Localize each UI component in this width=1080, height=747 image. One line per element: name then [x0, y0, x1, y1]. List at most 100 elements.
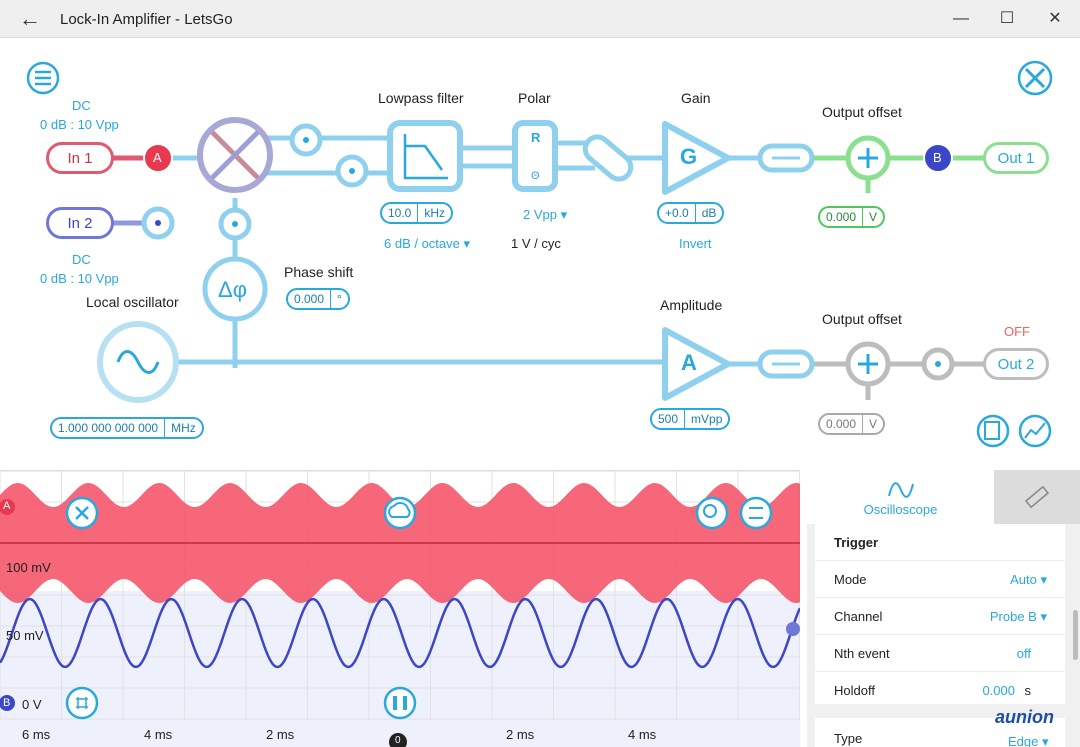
maximize-button[interactable]: ☐ [999, 10, 1015, 27]
sine-wave-icon [888, 482, 914, 498]
close-button[interactable]: ✕ [1048, 10, 1062, 27]
gain-field[interactable]: +0.0 dB [657, 202, 725, 224]
output-offset-1-title: Output offset [822, 104, 902, 120]
output-offset-2-value: 0.000 [826, 417, 857, 431]
polar-r-label: R [531, 130, 541, 145]
time-tick-2: 2 ms [266, 727, 295, 742]
in1-range[interactable]: 0 dB : 10 Vpp [40, 117, 119, 132]
local-oscillator-frequency-value: 1.000 000 000 000 [58, 421, 159, 435]
trigger-nth-event-value[interactable]: off [1016, 646, 1031, 661]
gain-symbol: G [680, 144, 698, 169]
trigger-time-dot [389, 733, 407, 747]
watermark-logo: aunion [995, 707, 1054, 727]
output-offset-1-field[interactable]: 0.000 V [818, 206, 886, 228]
trigger-holdoff-row[interactable]: Holdoff 0.000 s [815, 672, 1065, 709]
output-offset-2-unit: V [862, 415, 883, 433]
local-oscillator-frequency-unit: MHz [164, 419, 202, 437]
channel-a-marker[interactable]: A [3, 500, 11, 512]
zoom-icon-lens [703, 504, 717, 518]
title-bar: ← Lock-In Amplifier - LetsGo — ☐ ✕ [0, 0, 1080, 38]
lowpass-cutoff-field[interactable]: 10.0 kHz [380, 202, 454, 224]
menu-icon [26, 61, 60, 95]
pause-icon[interactable] [383, 686, 417, 720]
in1-coupling[interactable]: DC [72, 98, 91, 113]
scale-a-label: 100 mV [6, 560, 51, 575]
polar-theta-label: Θ [531, 170, 540, 182]
trigger-nth-event-label: Nth event [834, 646, 890, 661]
polar-scale: 1 V / cyc [511, 236, 561, 251]
out1-port[interactable]: Out 1 [983, 142, 1049, 174]
output-offset-1-value: 0.000 [826, 210, 857, 224]
lowpass-cutoff-value: 10.0 [388, 206, 412, 220]
amplitude-unit: mVpp [684, 410, 728, 428]
oscilloscope-plot[interactable]: 100 mV 50 mV 0 V A B 6 ms 4 ms 2 ms 2 ms… [0, 470, 800, 747]
amplitude-symbol: A [681, 350, 697, 375]
minimize-button[interactable]: — [953, 10, 969, 27]
grid-icon[interactable] [65, 686, 99, 720]
notes-icon [976, 414, 1010, 448]
clear-icon-stroke [75, 506, 89, 520]
window-title: Lock-In Amplifier - LetsGo [60, 11, 233, 28]
trigger-mode-label: Mode [834, 572, 867, 587]
trigger-mode-select[interactable]: Auto ▾ [1010, 572, 1047, 587]
time-tick-0: 6 ms [22, 727, 51, 742]
polar-title: Polar [518, 90, 551, 106]
trigger-holdoff-value[interactable]: 0.000 [982, 683, 1015, 698]
scale-b-label: 50 mV [6, 628, 44, 643]
channel-b-marker[interactable]: B [3, 697, 11, 709]
trigger-mode-row[interactable]: Mode Auto ▾ [815, 561, 1065, 598]
zoom-icon[interactable] [695, 496, 729, 530]
output-offset-2-title: Output offset [822, 311, 902, 327]
lowpass-slope-select[interactable]: 6 dB / octave ▾ [384, 236, 471, 251]
cloud-icon-shape [388, 502, 411, 518]
polar-range-select[interactable]: 2 Vpp ▾ [523, 207, 568, 222]
lowpass-filter-icon [387, 120, 463, 192]
gain-invert-toggle[interactable]: Invert [679, 236, 712, 251]
in2-port[interactable]: In 2 [46, 207, 114, 239]
phase-shift-unit: ° [330, 290, 348, 308]
in1-port[interactable]: In 1 [46, 142, 114, 174]
tab-oscilloscope[interactable]: Oscilloscope [807, 470, 994, 524]
in2-coupling[interactable]: DC [72, 252, 91, 267]
panel-scrollbar[interactable] [1073, 610, 1078, 660]
trigger-nth-event-row[interactable]: Nth event off [815, 635, 1065, 672]
trigger-type-select[interactable]: Edge ▾ [1008, 734, 1049, 747]
local-oscillator-title: Local oscillator [86, 294, 179, 310]
amplitude-field[interactable]: 500 mVpp [650, 408, 731, 430]
in2-range[interactable]: 0 dB : 10 Vpp [40, 271, 119, 286]
probe-a-marker [143, 143, 173, 173]
time-tick-3: 2 ms [506, 727, 535, 742]
trigger-time-marker[interactable]: 0 [395, 735, 401, 746]
adjust-icon[interactable] [739, 496, 773, 530]
probe-a-label: A [153, 150, 162, 165]
mixer-icon [197, 117, 273, 193]
tools-icon [1017, 60, 1053, 96]
trigger-section-title: Trigger [834, 535, 879, 550]
channel-b-marker-dot [0, 695, 15, 711]
adder-1-icon [845, 135, 891, 181]
trigger-holdoff-label: Holdoff [834, 683, 875, 698]
pause-icon-bar [393, 696, 397, 710]
out2-state[interactable]: OFF [1004, 324, 1030, 339]
trigger-type-card[interactable]: Type Edge ▾ [815, 718, 1065, 747]
tab-measure[interactable] [994, 470, 1080, 524]
pause-icon-bar [403, 696, 407, 710]
trigger-level-marker [786, 622, 800, 636]
trigger-channel-row[interactable]: Channel Probe B ▾ [815, 598, 1065, 635]
minus-1-icon [757, 143, 815, 173]
amplitude-value: 500 [658, 412, 679, 426]
out2-port[interactable]: Out 2 [983, 348, 1049, 380]
phase-shift-title: Phase shift [284, 264, 354, 280]
trigger-section-header: Trigger [815, 524, 1065, 561]
phase-shift-value: 0.000 [294, 292, 325, 306]
amplitude-title: Amplitude [660, 297, 723, 313]
amplitude-icon [662, 327, 731, 401]
trigger-settings-card: Trigger Mode Auto ▾ Channel Probe B ▾ Nt… [815, 524, 1065, 704]
lowpass-cutoff-unit: kHz [417, 204, 451, 222]
time-tick-1: 4 ms [144, 727, 173, 742]
trigger-channel-select[interactable]: Probe B ▾ [989, 609, 1047, 624]
output-offset-2-field[interactable]: 0.000 V [818, 413, 886, 435]
phase-shift-field[interactable]: 0.000 ° [286, 288, 350, 310]
local-oscillator-frequency-field[interactable]: 1.000 000 000 000 MHz [50, 417, 204, 439]
back-button[interactable]: ← [19, 6, 41, 31]
